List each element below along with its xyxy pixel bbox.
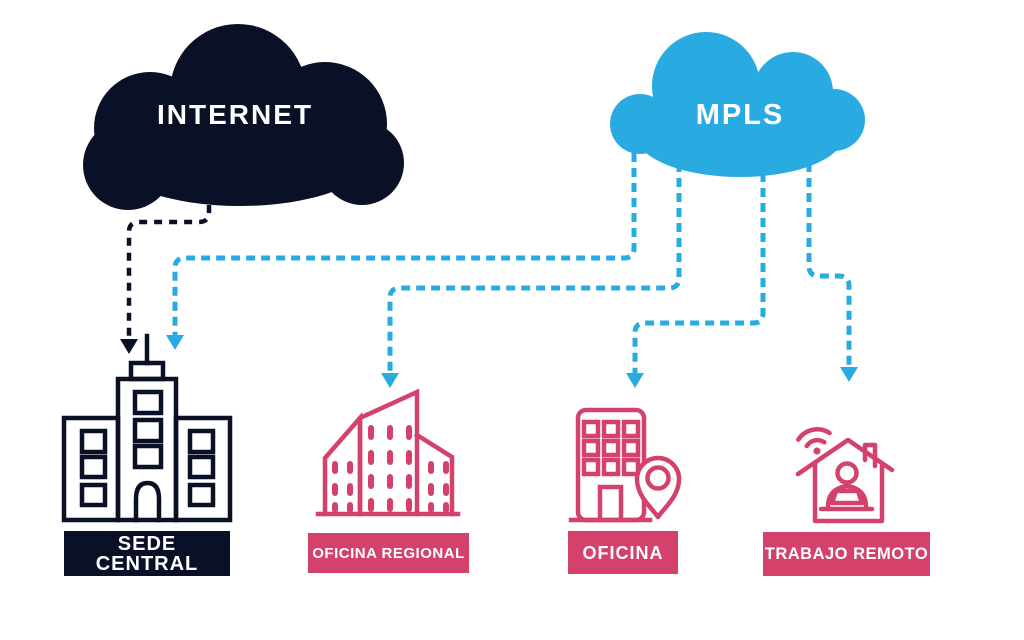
location-pin-icon	[634, 455, 682, 520]
mpls-cloud-icon	[610, 32, 865, 177]
office-towers-icon	[315, 388, 461, 517]
oficina-label: OFICINA	[568, 531, 678, 574]
connection-mpls-to-oficina	[626, 158, 766, 388]
internet-cloud-label: INTERNET	[157, 99, 313, 130]
mpls-cloud-label: MPLS	[695, 99, 785, 131]
headquarters-building-icon	[61, 333, 233, 523]
laptop	[829, 488, 865, 506]
arrowhead-icon	[381, 373, 399, 388]
arrowhead-icon	[166, 335, 184, 350]
office-windows	[332, 425, 449, 513]
connection-mpls-to-sede-central	[166, 138, 637, 350]
office-building-location-pin-icon	[568, 407, 682, 523]
wifi-icon	[795, 427, 832, 455]
arrowhead-icon	[626, 373, 644, 388]
connection-internet-to-sede-central	[120, 190, 212, 354]
arrowhead-icon	[120, 339, 138, 354]
chimney	[862, 442, 878, 469]
person-head	[835, 461, 859, 485]
home-office-wifi-laptop-icon	[795, 427, 895, 524]
connection-mpls-to-trabajo-remoto	[806, 148, 858, 382]
sede-central-label: SEDE CENTRAL	[64, 531, 230, 576]
person-body	[825, 483, 869, 512]
oficina-regional-label: OFICINA REGIONAL	[308, 533, 469, 573]
arrowhead-icon	[840, 367, 858, 382]
trabajo-remoto-label: TRABAJO REMOTO	[763, 532, 930, 576]
connection-mpls-to-oficina-regional	[381, 148, 682, 388]
internet-cloud-icon	[83, 24, 404, 210]
